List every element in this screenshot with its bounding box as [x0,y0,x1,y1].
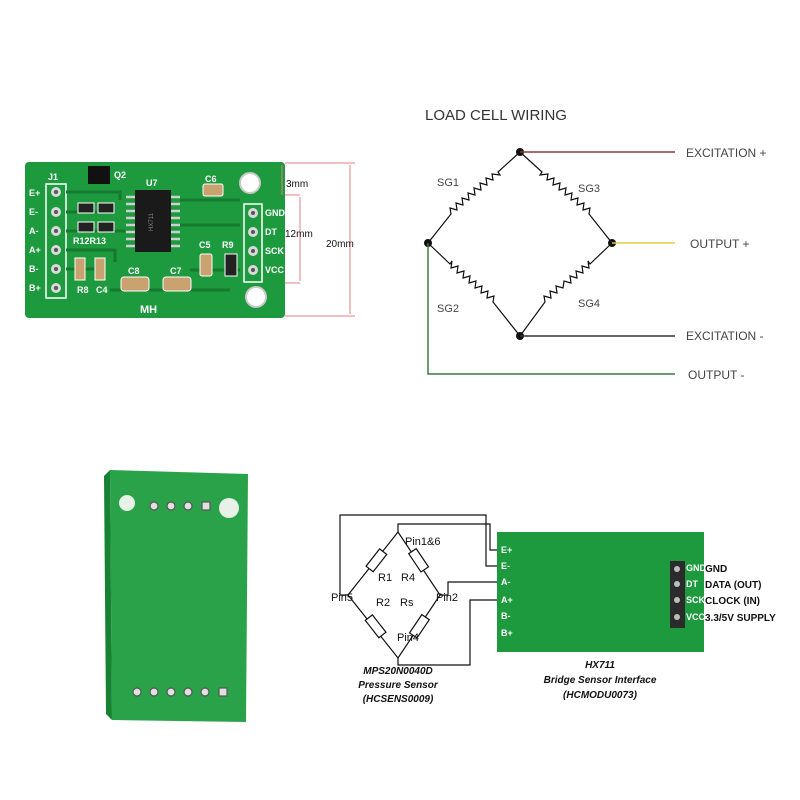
out-label-dt: DT [265,227,277,237]
resistor-a [77,221,95,233]
u7-pins [126,195,180,248]
dim-12mm: 12mm [285,229,313,240]
sensor-resistors [364,547,431,639]
sensor-wires [339,514,498,666]
bridge-arms [427,151,613,337]
c4-label: C4 [96,285,108,295]
chip-marking: HX711 [149,212,155,231]
load-cell-title: LOAD CELL WIRING [425,107,567,124]
u7-label: U7 [146,178,158,188]
sensor-bridge [347,530,441,660]
r9-label: R9 [222,240,234,250]
c8-label: C8 [128,266,140,276]
c4-capacitor [94,257,106,281]
mount-hole-bottom [245,286,267,308]
j1-label: J1 [48,172,58,182]
wire-output-minus [427,243,675,375]
u7-chip [135,190,171,252]
interface-caption-1: HX711 [585,660,615,671]
label-data-out: DATA (OUT) [705,580,761,591]
sensor-caption-2: Pressure Sensor [358,680,439,691]
hx-pin-e-plus: E+ [501,545,512,555]
r8-resistor [74,257,86,281]
r9-resistor [224,253,238,277]
c6-capacitor [202,183,224,197]
output-pads [248,208,258,275]
hx-out-vcc: VCC [686,612,706,622]
label-clock-in: CLOCK (IN) [705,596,760,607]
hx711-output-header [670,561,685,628]
dim-20mm: 20mm [326,239,354,250]
hx-pin-a-plus: A+ [501,595,513,605]
label-excitation-minus: EXCITATION - [686,329,764,343]
dim-3mm: 3mm [286,179,308,190]
r12-resistor [77,202,95,214]
hx-out-dt: DT [686,579,698,589]
j1-header [45,183,67,299]
hx-out-gnd: GND [686,563,707,573]
q2-transistor [88,166,110,184]
back-hole-left [119,495,135,511]
output-header [243,203,263,283]
out-label-vcc: VCC [265,265,285,275]
c8-capacitor [120,276,150,292]
pin-label-b-minus: B- [29,264,39,274]
r13-resistor [97,202,115,214]
label-output-minus: OUTPUT - [688,368,744,382]
sensor-caption-1: MPS20N0040D [363,666,432,677]
pin-top: Pin1&6 [405,536,440,548]
pin-left: Pin5 [331,592,353,604]
c7-label: C7 [170,266,182,276]
maker-mark: MH [140,304,157,316]
res-rs: Rs [400,597,414,609]
gauge-sg3: SG3 [578,183,600,195]
board-back [110,470,248,722]
gauge-sg1: SG1 [437,177,459,189]
hx711-output-pads [674,566,680,620]
board-back-edge [104,470,112,720]
label-excitation-plus: EXCITATION + [686,146,767,160]
c6-label: C6 [205,174,217,184]
res-r4: R4 [401,572,415,584]
hx-pin-e-minus: E- [501,561,510,571]
pin-right: Pin2 [436,592,458,604]
label-output-plus: OUTPUT + [690,237,749,251]
dimension-lines [281,162,355,317]
pin-label-e-minus: E- [29,207,38,217]
hx711-board [497,532,704,652]
j1-pads [51,187,61,293]
pin-label-a-plus: A+ [29,245,41,255]
label-supply: 3.3/5V SUPPLY [705,613,776,624]
sensor-caption-3: (HCSENS0009) [363,694,434,705]
hx-out-sck: SCK [686,595,706,605]
q2-label: Q2 [114,170,126,180]
pin-label-a-minus: A- [29,226,39,236]
interface-caption-2: Bridge Sensor Interface [544,675,657,686]
out-label-gnd: GND [265,208,286,218]
hx-pin-a-minus: A- [501,577,511,587]
r12r13-label: R12R13 [73,236,106,246]
back-pads-bottom [132,687,228,697]
back-hole-right [219,498,239,518]
interface-caption-3: (HCMODU0073) [563,690,638,701]
r8-label: R8 [77,285,89,295]
mount-hole-top [239,172,261,194]
gauge-sg4: SG4 [578,298,600,310]
res-r1: R1 [378,572,392,584]
pin-bottom: Pin4 [397,632,419,644]
resistor-b [97,221,115,233]
c5-capacitor [199,253,213,277]
out-label-sck: SCK [265,246,285,256]
c5-label: C5 [199,240,211,250]
hx-pin-b-minus: B- [501,611,511,621]
res-r2: R2 [376,597,390,609]
pin-label-e-plus: E+ [29,188,40,198]
hx-pin-b-plus: B+ [501,628,513,638]
c7-capacitor [162,276,192,292]
pin-label-b-plus: B+ [29,283,41,293]
gauge-sg2: SG2 [437,303,459,315]
label-gnd: GND [705,564,727,575]
back-pads-top [149,501,211,511]
